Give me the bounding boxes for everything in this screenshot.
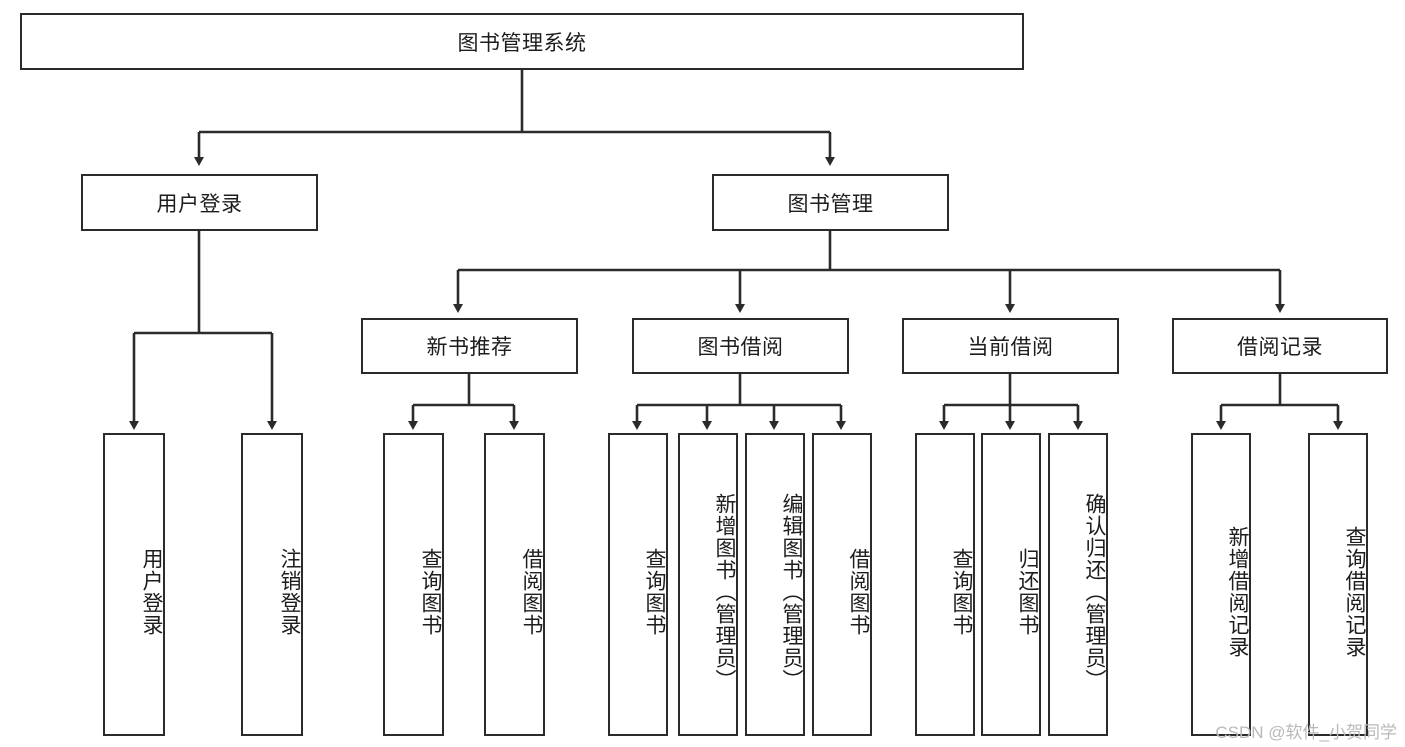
node-label: 当前借阅 <box>967 336 1054 359</box>
leaf-borrow-borrow-books[interactable]: 借阅图书 <box>812 433 872 736</box>
leaf-borrow-edit-book-admin[interactable]: 编辑图书（管理员） <box>745 433 805 736</box>
node-label: 查询借阅记录 <box>1343 525 1366 658</box>
leaf-user-login-login[interactable]: 用户登录 <box>103 433 165 736</box>
node-label: 查询图书 <box>643 547 666 636</box>
node-new-book-recommend[interactable]: 新书推荐 <box>361 318 578 374</box>
leaf-borrow-query-books[interactable]: 查询图书 <box>608 433 668 736</box>
leaf-current-confirm-return-admin[interactable]: 确认归还（管理员） <box>1048 433 1108 736</box>
node-label: 借阅记录 <box>1237 336 1323 359</box>
node-label: 新增借阅记录 <box>1226 525 1249 658</box>
node-user-login[interactable]: 用户登录 <box>81 174 318 231</box>
node-label: 确认归还（管理员） <box>1083 492 1106 691</box>
node-book-borrow[interactable]: 图书借阅 <box>632 318 849 374</box>
node-label: 新增图书（管理员） <box>713 492 736 691</box>
node-label: 用户登录 <box>140 547 163 636</box>
leaf-recommend-query-books[interactable]: 查询图书 <box>383 433 444 736</box>
node-label: 查询图书 <box>419 547 442 636</box>
node-label: 借阅图书 <box>520 547 543 636</box>
leaf-records-query-record[interactable]: 查询借阅记录 <box>1308 433 1368 736</box>
node-label: 图书管理 <box>787 192 874 216</box>
node-label: 注销登录 <box>278 547 301 636</box>
node-root-system[interactable]: 图书管理系统 <box>20 13 1024 70</box>
leaf-current-return-books[interactable]: 归还图书 <box>981 433 1041 736</box>
node-label: 归还图书 <box>1016 547 1039 636</box>
node-label: 编辑图书（管理员） <box>780 492 803 691</box>
node-label: 新书推荐 <box>426 336 513 359</box>
leaf-recommend-borrow-books[interactable]: 借阅图书 <box>484 433 545 736</box>
node-book-management[interactable]: 图书管理 <box>712 174 949 231</box>
node-label: 图书管理系统 <box>457 31 587 55</box>
leaf-records-add-record[interactable]: 新增借阅记录 <box>1191 433 1251 736</box>
node-label: 查询图书 <box>950 547 973 636</box>
node-current-borrow[interactable]: 当前借阅 <box>902 318 1119 374</box>
leaf-user-login-logout[interactable]: 注销登录 <box>241 433 303 736</box>
leaf-current-query-books[interactable]: 查询图书 <box>915 433 975 736</box>
node-label: 图书借阅 <box>697 336 784 359</box>
node-label: 用户登录 <box>156 192 243 216</box>
node-borrow-records[interactable]: 借阅记录 <box>1172 318 1388 374</box>
node-label: 借阅图书 <box>847 547 870 636</box>
leaf-borrow-add-book-admin[interactable]: 新增图书（管理员） <box>678 433 738 736</box>
